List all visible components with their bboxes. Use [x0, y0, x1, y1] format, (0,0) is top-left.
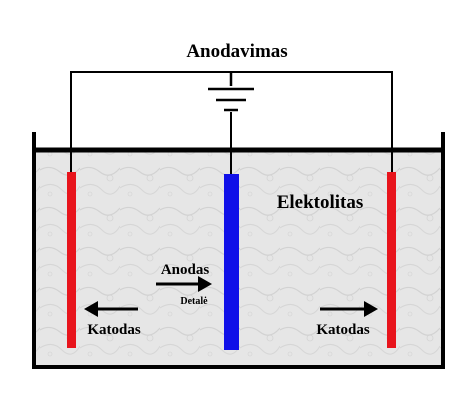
cathode-left: [67, 172, 76, 348]
arrow-left-icon: [84, 301, 138, 317]
tank: [32, 132, 445, 369]
electrolyte-label: Elektolitas: [277, 192, 364, 213]
arrow-right-icon: [156, 276, 212, 292]
ground-symbol-icon: [208, 72, 254, 112]
cathode-right: [387, 172, 396, 348]
anode-part: [224, 174, 239, 350]
diagram-title: Anodavimas: [186, 41, 287, 62]
cathode-left-label: Katodas: [87, 322, 141, 338]
anode-label: Anodas: [161, 262, 210, 278]
part-label: Detalė: [180, 296, 208, 307]
cathode-right-label: Katodas: [316, 322, 370, 338]
arrow-right-icon: [320, 301, 378, 317]
